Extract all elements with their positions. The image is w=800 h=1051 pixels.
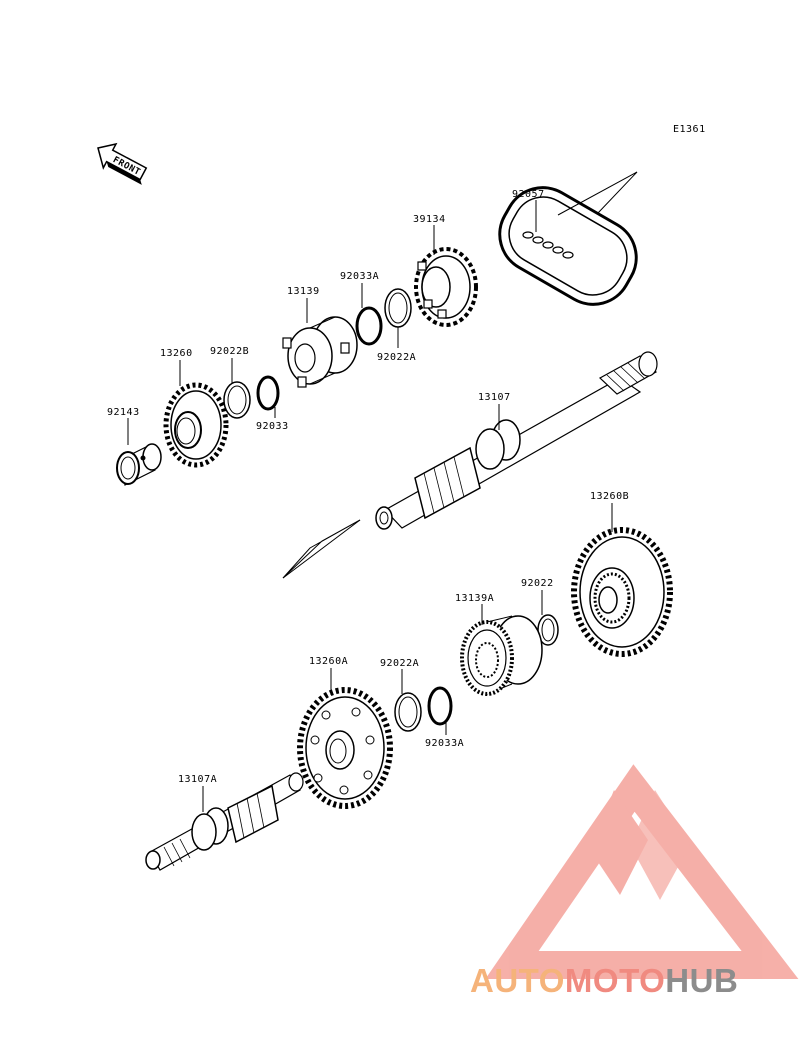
label-13139: 13139 xyxy=(287,286,320,297)
shaft-13107A xyxy=(145,772,304,871)
gear-13260A xyxy=(297,687,393,809)
washer-92022A-top xyxy=(384,288,412,328)
automotohub-logo-icon xyxy=(485,764,799,979)
label-92033: 92033 xyxy=(256,421,289,432)
circlip-92033A-top xyxy=(355,306,383,346)
label-92022B: 92022B xyxy=(210,346,249,357)
label-92033A-bottom: 92033A xyxy=(425,738,464,749)
watermark-moto: MOTO xyxy=(564,962,666,999)
label-13107: 13107 xyxy=(478,392,511,403)
circlip-92033 xyxy=(256,375,280,411)
bushing-92143 xyxy=(116,443,162,486)
chain-92057 xyxy=(498,186,638,306)
gear-13260B xyxy=(571,527,673,657)
gear-13139A xyxy=(460,615,543,696)
label-92022A-top: 92022A xyxy=(377,352,416,363)
washer-92022A-bottom xyxy=(394,692,422,732)
label-13260: 13260 xyxy=(160,348,193,359)
watermark-hub: HUB xyxy=(665,962,739,999)
label-92033A-top: 92033A xyxy=(340,271,379,282)
watermark-text: AUTOMOTOHUB xyxy=(470,962,738,1000)
label-13139A: 13139A xyxy=(455,593,494,604)
label-92057: 92057 xyxy=(512,189,545,200)
circlip-92033A-bottom xyxy=(427,686,453,726)
center-lines xyxy=(282,171,638,579)
sprocket-39134 xyxy=(414,247,478,327)
label-92022A-bottom: 92022A xyxy=(380,658,419,669)
label-39134: 39134 xyxy=(413,214,446,225)
label-92143: 92143 xyxy=(107,407,140,418)
diagram-code: E1361 xyxy=(673,124,706,135)
front-arrow-icon: FRONT xyxy=(97,142,148,185)
gear-13260 xyxy=(163,382,229,468)
gear-13139 xyxy=(282,316,358,388)
label-92022: 92022 xyxy=(521,578,554,589)
shaft-13107 xyxy=(375,351,658,530)
label-13260B: 13260B xyxy=(590,491,629,502)
watermark-auto: AUTO xyxy=(470,962,565,999)
washer-92022B xyxy=(223,381,251,419)
label-13107A: 13107A xyxy=(178,774,217,785)
label-13260A: 13260A xyxy=(309,656,348,667)
